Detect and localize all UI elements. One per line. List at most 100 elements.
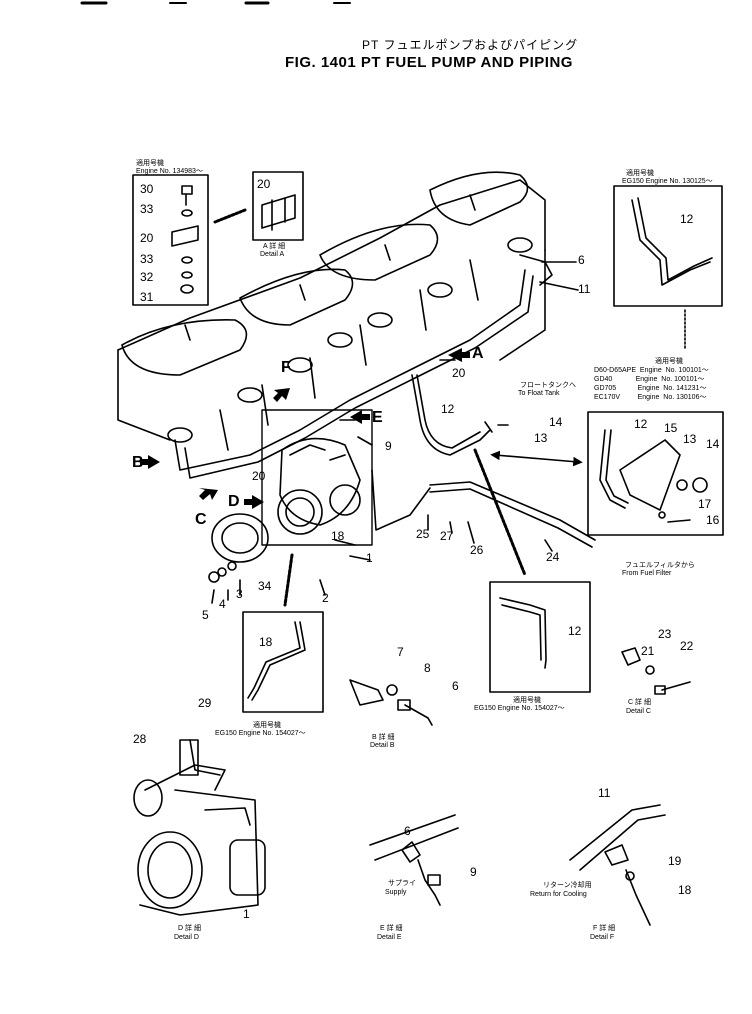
fuel-pump-detail-d [133, 739, 266, 916]
detail-box-12b [489, 581, 591, 693]
detail-a-label: Detail A [260, 251, 285, 258]
part-number: 6 [452, 679, 459, 693]
part-number: 15 [664, 421, 678, 435]
serial-12b: EG150 Engine No. 154027～ [474, 705, 565, 712]
serial-row: GD40 Engine No. 100101～ [594, 376, 705, 383]
part-number: 4 [219, 597, 226, 611]
detail-box-right-mid [587, 411, 724, 536]
part-number: 17 [698, 497, 712, 511]
part-number: 12 [680, 212, 694, 226]
part-number: 33 [140, 252, 154, 266]
part-number: 21 [641, 644, 655, 658]
part-number: 11 [598, 786, 611, 800]
injector-connectors [167, 237, 533, 443]
view-letter-c: C [195, 511, 207, 528]
part-number: 14 [549, 415, 563, 429]
part-number: 16 [706, 513, 720, 527]
detail-c-label: Detail C [626, 708, 651, 715]
serial-18: EG150 Engine No. 154027～ [215, 730, 306, 737]
detail-b-label: Detail B [370, 742, 395, 749]
serial-top-left: Engine No. 134983～ [136, 168, 203, 175]
part-number: 12 [634, 417, 648, 431]
note-return: Return for Cooling [530, 891, 587, 898]
detail-c-jp: C 詳 細 [628, 699, 651, 706]
part-number: 13 [534, 431, 548, 445]
part-number: 9 [385, 439, 392, 453]
detail-f-label: Detail F [590, 934, 615, 941]
pipe-24 [429, 481, 596, 541]
part-number: 11 [578, 282, 591, 296]
part-number: 33 [140, 202, 154, 216]
serial-jp-top-left: 適用号機 [136, 160, 164, 167]
part-number: 26 [470, 543, 484, 557]
gasket [211, 513, 269, 563]
part-number: 18 [678, 883, 692, 897]
detail-e-jp: E 詳 細 [380, 925, 403, 932]
serial-top-right: EG150 Engine No. 130125～ [622, 178, 713, 185]
note-return-jp: リターン冷却用 [543, 882, 592, 889]
note-float-tank: To Float Tank [518, 390, 560, 397]
note-fuel-filter: From Fuel Filter [622, 570, 672, 577]
part-number: 34 [258, 579, 272, 593]
part-number: 8 [424, 661, 431, 675]
part-number: 14 [706, 437, 720, 451]
view-letter-a: A [472, 345, 484, 362]
detail-a-jp: A 詳 細 [263, 243, 286, 250]
part-number: 28 [133, 732, 147, 746]
part-number: 20 [252, 469, 266, 483]
detail-box-a [252, 171, 304, 241]
view-letter-b: B [132, 454, 144, 471]
part-number: 6 [404, 824, 411, 838]
detail-box-top-left [132, 174, 209, 306]
part-number: 27 [440, 529, 454, 543]
serial-row: D60-D65APE Engine No. 100101～ [594, 367, 709, 374]
fuel-pump-main [261, 409, 373, 546]
serial-jp-12b: 適用号機 [513, 697, 541, 704]
detail-box-top-right [613, 185, 723, 307]
note-supply-jp: サプライ [388, 880, 416, 887]
part-number: 1 [366, 551, 373, 565]
part-number: 13 [683, 432, 697, 446]
part-number: 19 [668, 854, 682, 868]
serial-jp-18: 適用号機 [253, 722, 281, 729]
note-supply: Supply [385, 889, 407, 896]
part-number: 30 [140, 182, 154, 196]
part-number: 3 [236, 587, 243, 601]
serial-jp-right-mid: 適用号機 [655, 358, 683, 365]
note-float-tank-jp: フロートタンクへ [520, 382, 576, 389]
part-number: 22 [680, 639, 694, 653]
part-number: 12 [568, 624, 582, 638]
part-number: 20 [452, 366, 466, 380]
part-number: 5 [202, 608, 209, 622]
part-number: 23 [658, 627, 672, 641]
view-letter-e: E [372, 409, 383, 426]
serial-jp-top-right: 適用号機 [626, 170, 654, 177]
serial-row: EC170V Engine No. 130106～ [594, 394, 707, 401]
part-number: 1 [243, 907, 250, 921]
view-letter-d: D [228, 493, 240, 510]
pipe-12 [411, 374, 491, 456]
part-number: 24 [546, 550, 560, 564]
injector-pipes [174, 254, 553, 479]
view-letter-f: F [281, 359, 291, 376]
part-number: 9 [470, 865, 477, 879]
figure-title-jp: PT フュエルポンプおよびパイピング [362, 38, 579, 52]
part-number: 29 [198, 696, 212, 710]
detail-b-jp: B 詳 細 [372, 734, 395, 741]
engine-block [117, 171, 546, 441]
detail-box-18 [242, 611, 324, 713]
part-number: 18 [331, 529, 345, 543]
detail-f-jp: F 詳 細 [593, 925, 616, 932]
note-fuel-filter-jp: フュエルフィルタから [625, 562, 695, 569]
part-number: 32 [140, 270, 154, 284]
part-number: 2 [322, 591, 329, 605]
part-number: 20 [257, 177, 271, 191]
part-number: 6 [578, 253, 585, 267]
figure-title: FIG. 1401 PT FUEL PUMP AND PIPING [285, 54, 573, 71]
part-number: 12 [441, 402, 455, 416]
detail-d-jp: D 詳 細 [178, 925, 201, 932]
detail-e-label: Detail E [377, 934, 402, 941]
part-number: 25 [416, 527, 430, 541]
part-number: 20 [140, 231, 154, 245]
